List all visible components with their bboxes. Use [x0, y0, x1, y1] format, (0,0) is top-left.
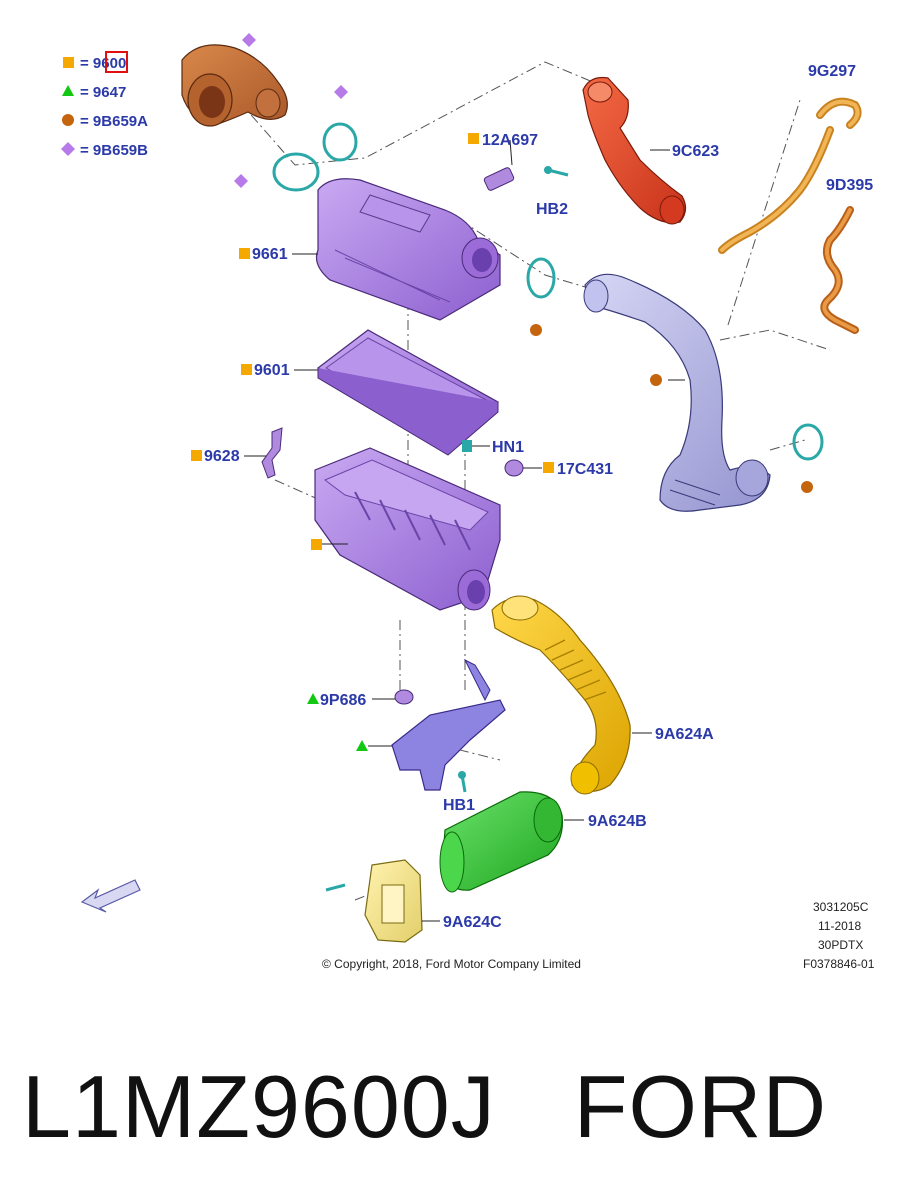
copyright-text: © Copyright, 2018, Ford Motor Company Li…	[322, 957, 581, 971]
duct-9a624b	[439, 791, 584, 893]
diamond-marker	[242, 33, 256, 47]
meta-line-2: 11-2018	[818, 919, 861, 933]
legend-highlight-box	[105, 51, 128, 73]
legend-triangle-marker	[62, 85, 74, 96]
callout-9a624a: 9A624A	[655, 726, 714, 743]
square-marker	[468, 133, 479, 144]
callout-12a697: 12A697	[482, 132, 538, 149]
legend-diamond-marker	[61, 142, 75, 156]
circle-marker	[650, 374, 662, 386]
meta-line-1: 3031205C	[813, 900, 869, 914]
bracket-9628	[261, 427, 283, 479]
callout-9601: 9601	[254, 362, 290, 379]
bolt-hb2	[544, 166, 569, 177]
square-marker	[543, 462, 554, 473]
brand-name: FORD	[573, 1057, 828, 1156]
hose-clamp-mid	[526, 257, 556, 299]
legend-item-3: = 9B659A	[80, 113, 148, 130]
legend-circle-marker	[62, 114, 74, 126]
diamond-marker	[234, 174, 248, 188]
front-direction-arrow-icon	[80, 879, 141, 913]
callout-9a624b: 9A624B	[588, 813, 647, 830]
air-cleaner-lower-housing	[314, 447, 501, 611]
callout-9g297: 9G297	[808, 63, 856, 80]
legend-item-4: = 9B659B	[80, 142, 148, 159]
triangle-marker	[307, 693, 319, 704]
resonator-tube	[583, 273, 771, 512]
parts-diagram: = 9600 = 9647 = 9B659A = 9B659B	[61, 33, 875, 971]
air-filter-element	[316, 329, 500, 456]
square-marker	[191, 450, 202, 461]
vent-hose-9d395	[820, 206, 859, 334]
square-marker	[241, 364, 252, 375]
mounting-bracket	[391, 658, 506, 791]
part-number: L1MZ9600J	[22, 1057, 496, 1156]
mass-air-flow-sensor	[483, 139, 515, 191]
circle-marker	[530, 324, 542, 336]
grommet-17c431	[504, 459, 542, 477]
hose-clamp-right	[792, 423, 824, 461]
callout-9661: 9661	[252, 246, 288, 263]
callout-9d395: 9D395	[826, 177, 873, 194]
legend-square-marker	[63, 57, 74, 68]
square-marker	[311, 539, 322, 550]
callout-hb2: HB2	[536, 201, 568, 218]
vent-hose-9g297	[718, 97, 862, 254]
intake-tube-red	[582, 76, 687, 225]
nut-hn1	[462, 440, 490, 452]
meta-line-3: 30PDTX	[818, 938, 863, 952]
callout-9c623: 9C623	[672, 143, 719, 160]
circle-marker	[801, 481, 813, 493]
callout-17c431: 17C431	[557, 461, 613, 478]
callout-9628: 9628	[204, 448, 240, 465]
legend-item-1: = 9600	[80, 55, 126, 72]
legend-item-2: = 9647	[80, 84, 126, 101]
bolt-hb1	[458, 771, 467, 793]
meta-line-4: F0378846-01	[803, 957, 875, 971]
triangle-marker	[356, 740, 368, 751]
air-inlet-elbow	[181, 44, 288, 127]
square-marker	[239, 248, 250, 259]
callout-hb1: HB1	[443, 797, 475, 814]
callout-hn1: HN1	[492, 439, 524, 456]
part-number-title: L1MZ9600J FORD	[22, 1052, 902, 1162]
callout-9p686: 9P686	[320, 692, 366, 709]
callout-9a624c: 9A624C	[443, 914, 502, 931]
duct-9a624c	[364, 859, 440, 943]
air-cleaner-cover	[315, 178, 501, 321]
hose-clamp-upper	[272, 122, 358, 192]
diamond-marker	[334, 85, 348, 99]
duct-9a624a	[491, 595, 652, 795]
screw-small	[325, 883, 346, 892]
legend: = 9600 = 9647 = 9B659A = 9B659B	[61, 51, 148, 159]
